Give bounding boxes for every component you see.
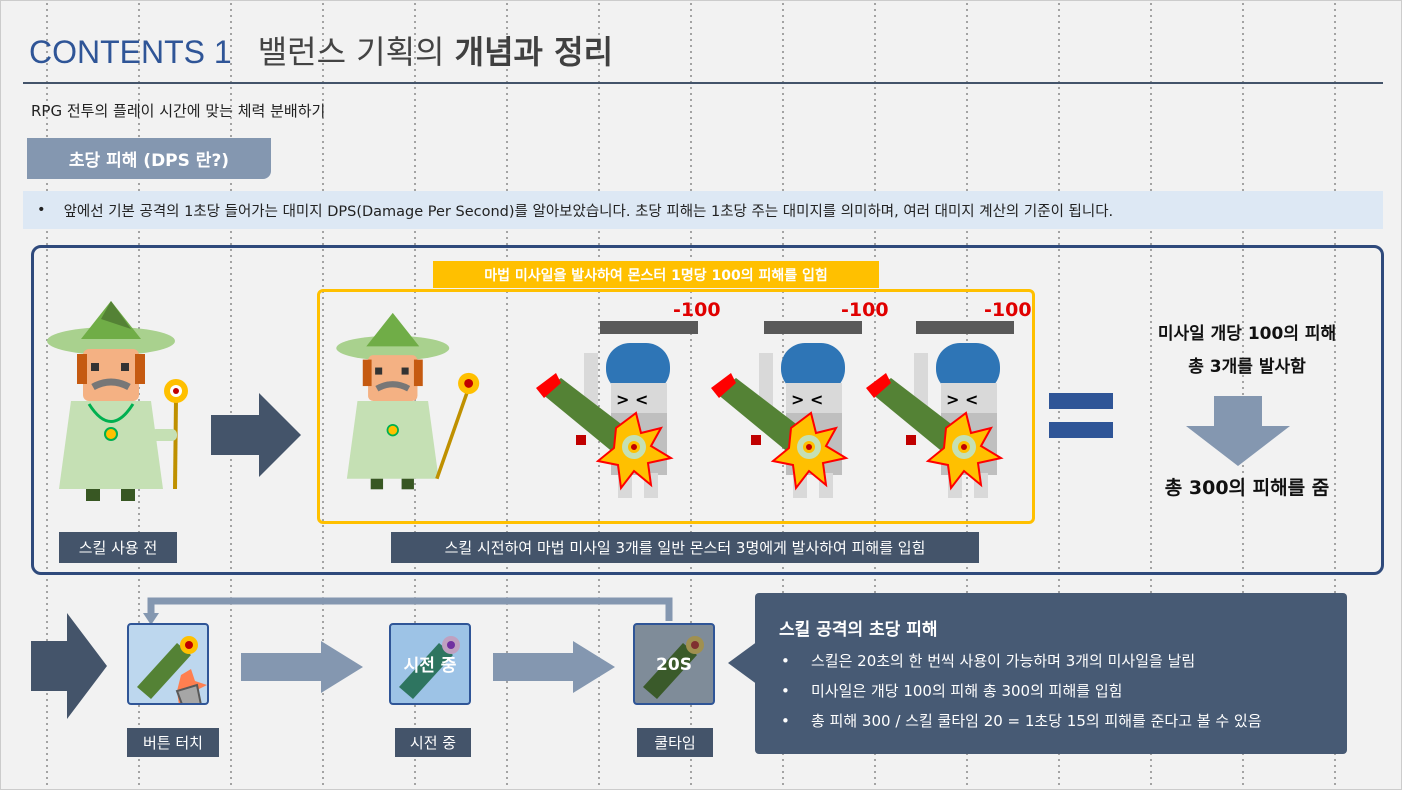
before-label: 스킬 사용 전 [59,532,177,563]
callout-title: 스킬 공격의 초당 피해 [779,620,938,640]
title-divider [23,82,1383,84]
intro-bullet: • 앞에선 기본 공격의 1초당 들어가는 대미지 DPS(Damage Per … [23,191,1383,229]
damage-number: -100 [841,299,889,321]
casting-icon: 시전 중 [389,623,471,705]
page-title: CONTENTS 1 밸런스 기획의 개념과 정리 [29,27,613,73]
title-normal: 밸런스 기획의 [257,33,445,71]
wizard-casting-icon [336,312,480,490]
cooldown-overlay-text: 20S [656,655,692,675]
result-line-1: 미사일 개당 100의 피해 [1157,324,1337,344]
callout-item: •총 피해 300 / 스킬 쿨타임 20 = 1초당 15의 피해를 준다고 … [781,712,1262,730]
skill-box [317,289,1035,524]
dps-callout: 스킬 공격의 초당 피해 •스킬은 20초의 한 번씩 사용이 가능하며 3개의… [755,593,1347,754]
cooldown-icon: 20S [633,623,715,705]
step-label-cooldown: 쿨타임 [637,728,713,757]
flow-start-arrow-icon [31,613,107,719]
after-label: 스킬 시전하여 마법 미사일 3개를 일반 몬스터 3명에게 발사하여 피해를 … [391,532,979,563]
callout-item-text: 스킬은 20초의 한 번씩 사용이 가능하며 3개의 미사일을 날림 [811,652,1196,670]
diagram-box [31,245,1384,575]
casting-overlay-text: 시전 중 [403,656,457,676]
flow-arrow-icon [493,641,615,693]
callout-pointer [728,641,758,685]
callout-item-text: 미사일은 개당 100의 피해 총 300의 피해를 입힘 [811,682,1123,700]
monster-health-bar [764,321,862,334]
monster-health-bar [916,321,1014,334]
damage-number: -100 [984,299,1032,321]
step-label-casting: 시전 중 [395,728,471,757]
step-label-touch: 버튼 터치 [127,728,219,757]
flow-arrow-icon [241,641,363,693]
down-arrow-icon [1186,396,1290,466]
result-total: 총 300의 피해를 줌 [1164,477,1330,499]
loop-arrow-icon [143,597,673,625]
result-line-2: 총 3개를 발사함 [1188,357,1306,377]
title-bold: 개념과 정리 [454,33,614,71]
svg-text:> <: > < [616,390,648,409]
bullet-dot: • [37,202,46,218]
subtitle: RPG 전투의 플레이 시간에 맞는 체력 분배하기 [31,102,326,120]
skill-box-label: 마법 미사일을 발사하여 몬스터 1명당 100의 피해를 입힘 [433,261,879,288]
callout-item-text: 총 피해 300 / 스킬 쿨타임 20 = 1초당 15의 피해를 준다고 볼… [811,712,1262,730]
right-arrow-icon [211,393,301,477]
equals-icon [1049,393,1113,438]
callout-item: •미사일은 개당 100의 피해 총 300의 피해를 입힘 [781,682,1123,700]
callout-item: •스킬은 20초의 한 번씩 사용이 가능하며 3개의 미사일을 날림 [781,652,1196,670]
skill-button-icon[interactable] [127,623,209,705]
monster-health-bar [600,321,698,334]
intro-text: 앞에선 기본 공격의 1초당 들어가는 대미지 DPS(Damage Per S… [63,203,1114,220]
damage-number: -100 [673,299,721,321]
section-tag: 초당 피해 (DPS 란?) [27,138,271,179]
contents-number: CONTENTS 1 [29,34,232,70]
wizard-icon [47,301,188,501]
monsters-hit-icon: > < [536,343,1002,499]
